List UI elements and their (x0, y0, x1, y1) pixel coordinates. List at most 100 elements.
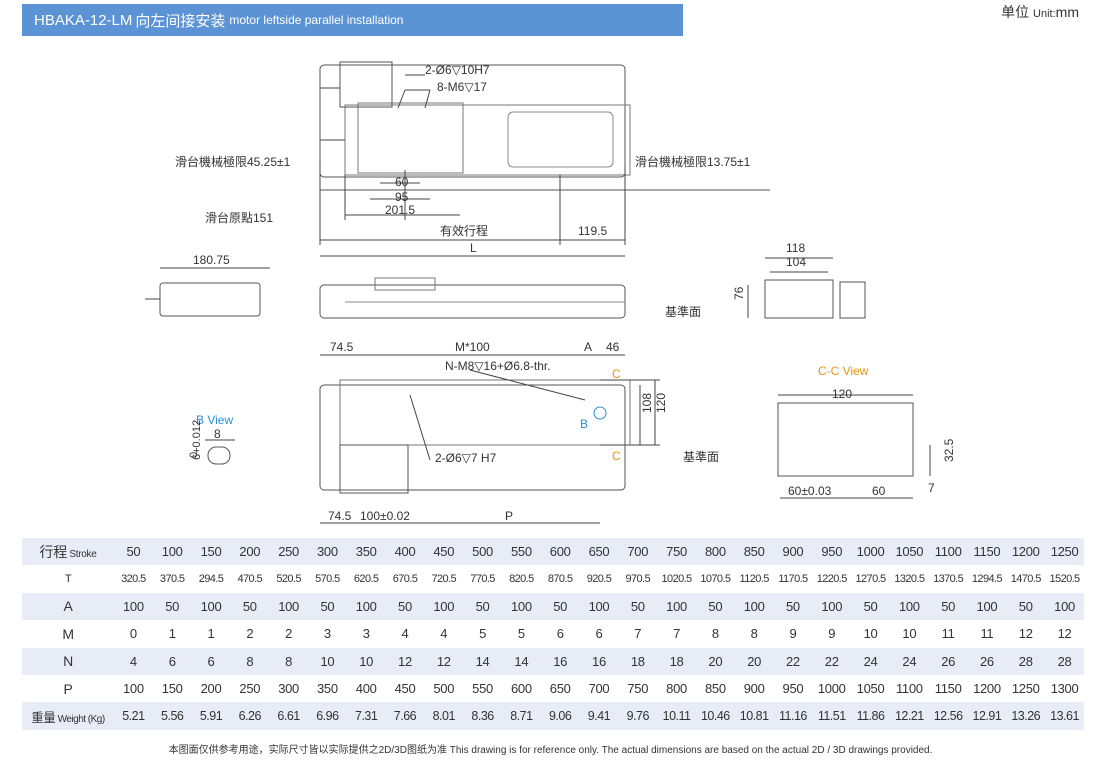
dim-A: A (584, 340, 592, 354)
table-cell: 10 (307, 647, 347, 675)
table-cell: 350 (346, 538, 386, 566)
left-end-view (145, 267, 270, 317)
table-cell: 9 (773, 620, 813, 648)
table-cell: 750 (618, 674, 658, 703)
table-cell: 1220.5 (812, 565, 852, 593)
table-cell: 700 (579, 674, 619, 703)
unit-en: Unit: (1033, 8, 1056, 20)
title-model: HBAKA-12-LM (34, 11, 133, 29)
origin-label: 滑台原點151 (205, 210, 273, 225)
cc-view-title: C-C View (818, 364, 869, 378)
table-cell: 550 (463, 674, 502, 703)
row-header: A (22, 592, 114, 621)
hole-c-label: N-M8▽16+Ø6.8-thr. (445, 359, 551, 373)
table-cell: 100 (191, 592, 231, 621)
table-cell: 300 (269, 674, 308, 703)
table-cell: 6.26 (230, 702, 270, 730)
table-cell: 11 (967, 620, 1007, 648)
dim-74-5-top: 74.5 (330, 340, 354, 354)
table-cell: 3 (346, 620, 386, 648)
table-cell: 1100 (928, 538, 968, 566)
dim-m100: M*100 (455, 340, 490, 354)
table-cell: 18 (618, 647, 658, 675)
table-cell: 9 (812, 620, 852, 648)
view-mark-B: B (580, 417, 588, 431)
table-cell: 5 (501, 620, 541, 648)
unit-value: mm (1055, 4, 1079, 20)
table-cell: 1470.5 (1006, 565, 1046, 593)
table-cell: 1150 (967, 538, 1007, 566)
table-cell: 670.5 (385, 565, 425, 593)
row-header: T (22, 565, 114, 593)
limit-right-label: 滑台機械極限13.75±1 (635, 154, 751, 169)
table-cell: 970.5 (618, 565, 658, 593)
table-cell: 520.5 (269, 565, 308, 593)
table-cell: 50 (618, 592, 658, 621)
table-cell: 800 (695, 538, 735, 566)
bottom-view (319, 354, 660, 524)
table-cell: 100 (114, 592, 153, 621)
table-cell: 1150 (928, 674, 968, 703)
table-cell: 50 (540, 592, 580, 621)
section-mark-bottom: C (612, 449, 621, 463)
table-cell: 100 (812, 592, 852, 621)
table-cell: 100 (579, 592, 619, 621)
table-cell: 870.5 (540, 565, 580, 593)
table-cell: 10 (346, 647, 386, 675)
table-cell: 7 (657, 620, 696, 648)
table-cell: 450 (385, 674, 425, 703)
cc-view-section (777, 394, 931, 499)
table-cell: 28 (1045, 647, 1084, 675)
table-cell: 10 (851, 620, 890, 648)
table-cell: 12.56 (928, 702, 968, 730)
dim-120-horizontal: 120 (832, 387, 852, 401)
table-cell: 200 (230, 538, 270, 566)
table-cell: 1200 (1006, 538, 1046, 566)
table-cell: 12 (424, 647, 464, 675)
table-cell: 5.56 (152, 702, 192, 730)
table-cell: 500 (424, 674, 464, 703)
table-cell: 7 (618, 620, 658, 648)
dim-46: 46 (606, 340, 620, 354)
dim-L: L (470, 241, 477, 255)
table-cell: 6.61 (269, 702, 308, 730)
table-cell: 20 (695, 647, 735, 675)
table-cell: 10.46 (695, 702, 735, 730)
table-cell: 10.81 (734, 702, 774, 730)
table-cell: 1270.5 (851, 565, 890, 593)
table-cell: 250 (269, 538, 308, 566)
table-cell: 370.5 (152, 565, 192, 593)
table-cell: 12.91 (967, 702, 1007, 730)
table-cell: 50 (851, 592, 890, 621)
table-cell: 2 (269, 620, 308, 648)
table-cell: 28 (1006, 647, 1046, 675)
table-cell: 100 (269, 592, 308, 621)
dim-120-vertical: 120 (654, 393, 668, 413)
top-view (319, 61, 770, 257)
table-cell: 1 (191, 620, 231, 648)
table-cell: 11.86 (851, 702, 890, 730)
table-cell: 100 (114, 674, 153, 703)
table-cell: 4 (114, 647, 153, 675)
table-cell: 650 (540, 674, 580, 703)
table-cell: 100 (657, 592, 696, 621)
dim-108: 108 (640, 393, 654, 413)
table-cell: 950 (812, 538, 852, 566)
dim-76: 76 (732, 286, 746, 300)
table-cell: 1050 (851, 674, 890, 703)
datum-label-1: 基準面 (665, 304, 701, 319)
table-cell: 12 (1006, 620, 1046, 648)
table-cell: 13.26 (1006, 702, 1046, 730)
table-cell: 6 (191, 647, 231, 675)
table-cell: 1000 (851, 538, 890, 566)
b-dim-6: 6+0.012 (191, 420, 203, 460)
table-cell: 750 (657, 538, 696, 566)
table-cell: 100 (346, 592, 386, 621)
table-cell: 8.71 (501, 702, 541, 730)
table-cell: 320.5 (114, 565, 153, 593)
